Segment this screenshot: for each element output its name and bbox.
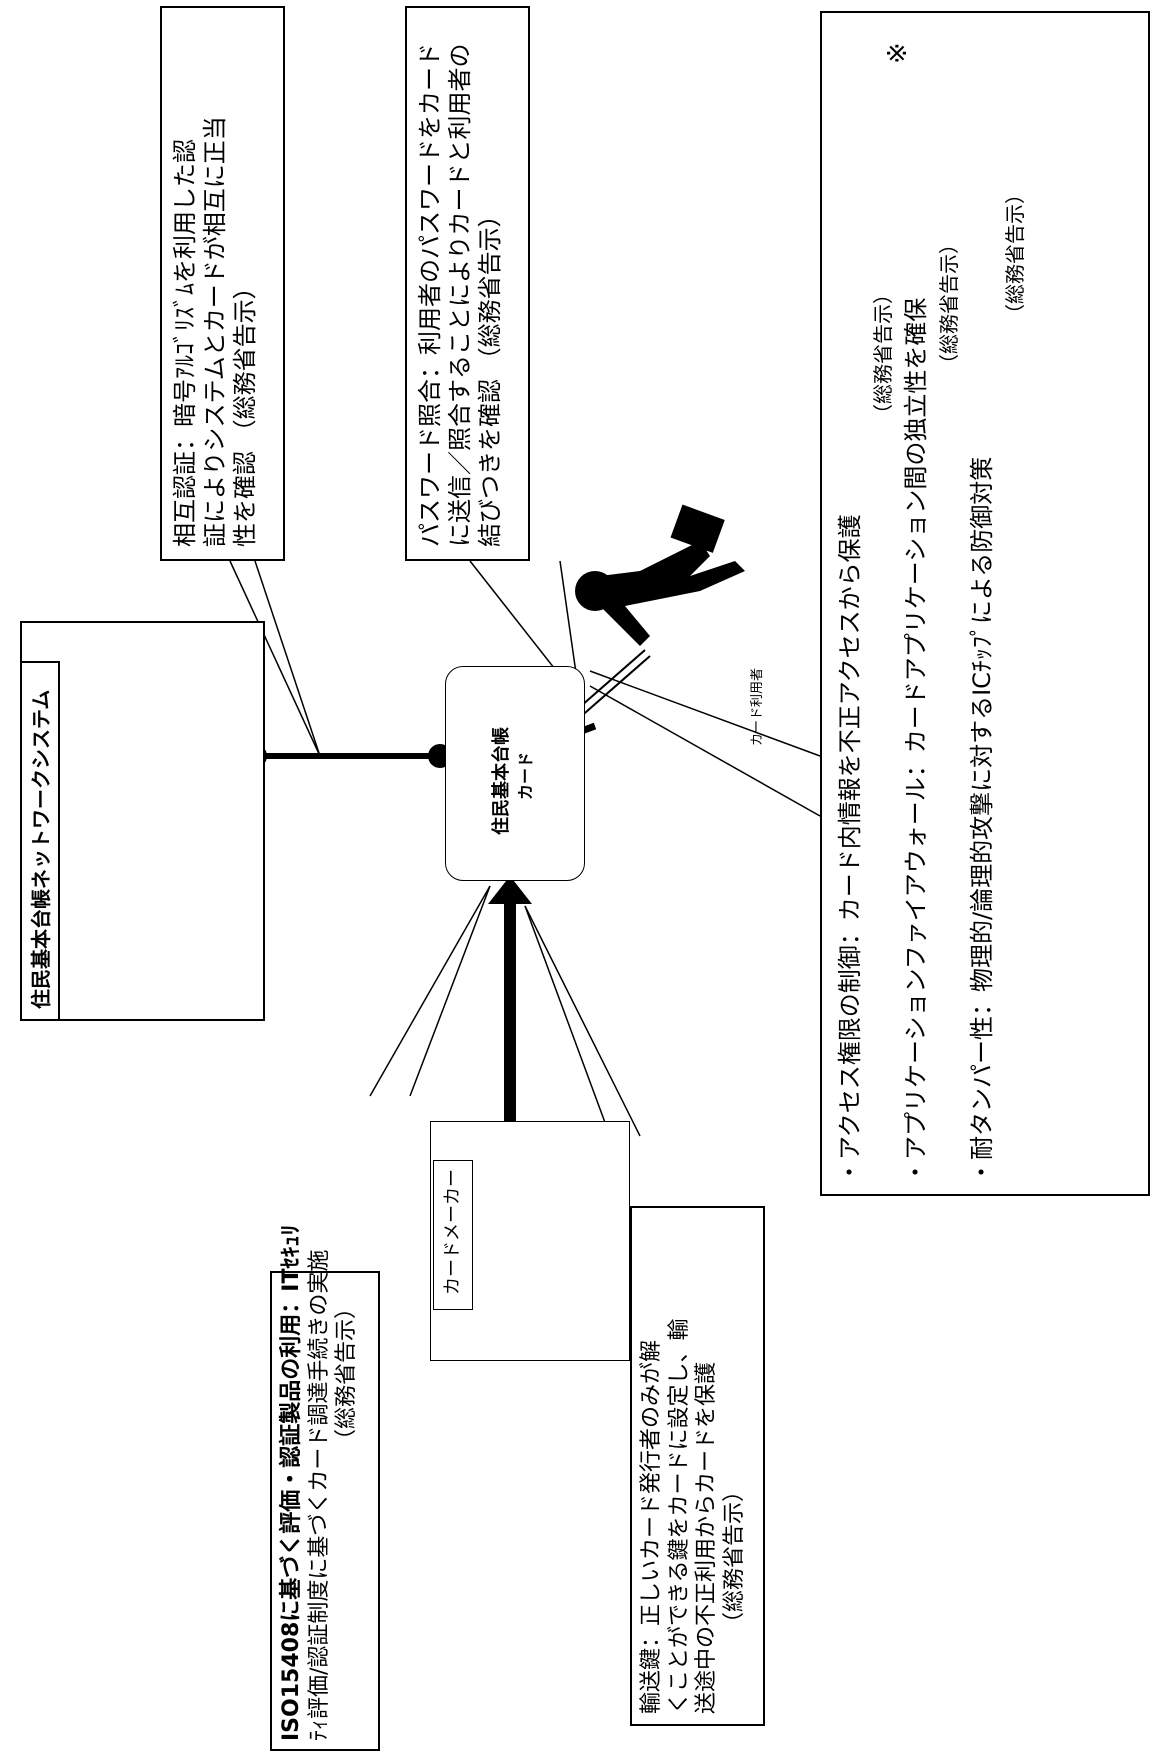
card-user-icon — [575, 504, 745, 646]
transport-key-line-2: くことができる鍵をカードに設定し、輸 — [666, 1318, 692, 1714]
delivery-arrow-head — [488, 876, 532, 904]
card-maker-title: カードメーカー — [442, 1169, 463, 1295]
mutual-auth-callout: 相互認証：暗号ｱﾙｺﾞﾘｽﾞﾑを利用した認 証によりシステムとカードが相互に正当… — [160, 6, 285, 561]
card-maker-box: カードメーカー — [430, 1121, 630, 1361]
transport-key-text: 輸送鍵：正しいカード発行者のみが解 くことができる鍵をカードに設定し、輸 送途中… — [638, 1318, 748, 1714]
iso-line-2: ﾃｨ評価/認証制度に基づくカード調達手続きの実施 — [306, 1249, 332, 1741]
mutual-auth-line-1: 相互認証：暗号ｱﾙｺﾞﾘｽﾞﾑを利用した認 — [171, 139, 199, 547]
card-label-line-2: カード — [516, 751, 535, 800]
security-item-1-source: （総務省告示） — [871, 284, 895, 424]
security-item-2-source: （総務省告示） — [937, 234, 961, 374]
password-line-1: パスワード照合：利用者のパスワードをカード — [416, 43, 444, 547]
security-callout: ・アクセス権限の制御：カード内情報を不正アクセスから保護 （総務省告示） ・アプ… — [820, 11, 1150, 1196]
iso-pointer — [369, 885, 491, 1097]
network-system-title: 住民基本台帳ネットワークシステム — [29, 689, 53, 1009]
security-text: ・アクセス権限の制御：カード内情報を不正アクセスから保護 （総務省告示） ・アプ… — [832, 184, 1030, 1184]
security-item-3-source: （総務省告示） — [1003, 184, 1027, 324]
iso-line-3: （総務省告示） — [334, 1296, 359, 1451]
password-line-2: に送信／照合することによりカードと利用者の — [446, 43, 474, 547]
network-system-title-box: 住民基本台帳ネットワークシステム — [20, 661, 60, 1021]
security-item-1: ・アクセス権限の制御：カード内情報を不正アクセスから保護 — [836, 514, 864, 1184]
network-system-box: 住民基本台帳ネットワークシステム — [20, 621, 265, 1021]
card-maker-title-box: カードメーカー — [433, 1160, 473, 1310]
mutual-auth-text: 相互認証：暗号ｱﾙｺﾞﾘｽﾞﾑを利用した認 証によりシステムとカードが相互に正当… — [170, 116, 260, 547]
transport-key-callout: 輸送鍵：正しいカード発行者のみが解 くことができる鍵をカードに設定し、輸 送途中… — [630, 1206, 765, 1726]
transport-pointer — [524, 905, 611, 1137]
security-item-3: ・耐タンパー性：物理的/論理的攻撃に対するICﾁｯﾌﾟによる防御対策 — [968, 456, 996, 1184]
card-user-label: カード利用者 — [750, 667, 765, 746]
transport-key-line-3: 送途中の不正利用からカードを保護 — [694, 1361, 719, 1714]
card-label-line-1: 住民基本台帳 — [491, 727, 512, 835]
transport-pointer-b — [524, 905, 641, 1137]
password-line-3: 結びつきを確認 （総務省告示） — [476, 203, 504, 547]
security-item-2: ・アプリケーションファイアウォール：カードアプリケーション間の独立性を確保 — [902, 297, 930, 1184]
iso-line-1: ISO15408に基づく評価・認証製品の利用：ITｾｷｭﾘ — [279, 1224, 304, 1741]
iso-callout: ISO15408に基づく評価・認証製品の利用：ITｾｷｭﾘ ﾃｨ評価/認証制度に… — [270, 1225, 380, 1751]
mutual-auth-pointer-b — [229, 560, 321, 757]
security-note-mark: ※ — [883, 42, 913, 64]
mutual-auth-line-3: 性を確認 （総務省告示） — [231, 275, 259, 547]
password-text: パスワード照合：利用者のパスワードをカード に送信／照合することによりカードと利… — [415, 43, 505, 547]
security-pointer-b — [589, 670, 821, 757]
transport-key-line-1: 輸送鍵：正しいカード発行者のみが解 — [639, 1339, 664, 1714]
resident-card-box: 住民基本台帳 カード — [445, 666, 585, 881]
mutual-auth-line-2: 証によりシステムとカードが相互に正当 — [201, 116, 229, 547]
password-callout: パスワード照合：利用者のパスワードをカード に送信／照合することによりカードと利… — [405, 6, 530, 561]
mutual-auth-pointer — [254, 560, 321, 757]
security-pointer — [589, 685, 821, 817]
transport-key-line-4: （総務省告示） — [721, 1479, 747, 1634]
iso-text: ISO15408に基づく評価・認証製品の利用：ITｾｷｭﾘ ﾃｨ評価/認証制度に… — [278, 1225, 361, 1741]
iso-pointer-b — [409, 885, 491, 1097]
